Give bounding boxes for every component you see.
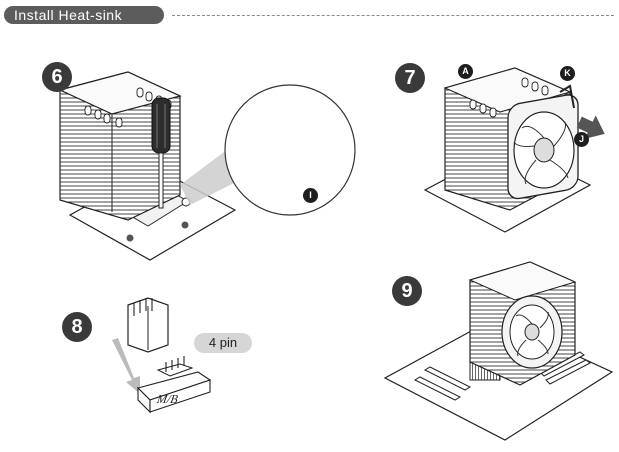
step-6-badge: 6 xyxy=(42,62,72,92)
callout-j: J xyxy=(574,132,589,147)
motherboard-label: M/B xyxy=(155,392,179,406)
step-9-badge: 9 xyxy=(392,276,422,306)
step7-illustration xyxy=(423,67,605,233)
step8-motherboard-header xyxy=(149,379,211,413)
section-divider xyxy=(172,15,614,16)
step9-illustration xyxy=(383,261,614,441)
step7-push-arrow xyxy=(576,115,605,139)
step6-zoom-detail xyxy=(224,84,356,216)
step6-screwdriver-handle xyxy=(151,97,171,154)
step6-screwdriver-shaft xyxy=(158,152,164,209)
step6-illustration xyxy=(58,71,356,261)
step8-arrow xyxy=(112,338,140,394)
callout-a: A xyxy=(458,64,473,79)
callout-k: K xyxy=(560,66,575,81)
callout-i: I xyxy=(303,188,318,203)
step-7-badge: 7 xyxy=(395,63,425,93)
step-8-badge: 8 xyxy=(62,312,92,342)
pin-count-label: 4 pin xyxy=(194,333,252,353)
step8-illustration xyxy=(112,297,212,414)
section-title: Install Heat-sink xyxy=(4,6,164,24)
